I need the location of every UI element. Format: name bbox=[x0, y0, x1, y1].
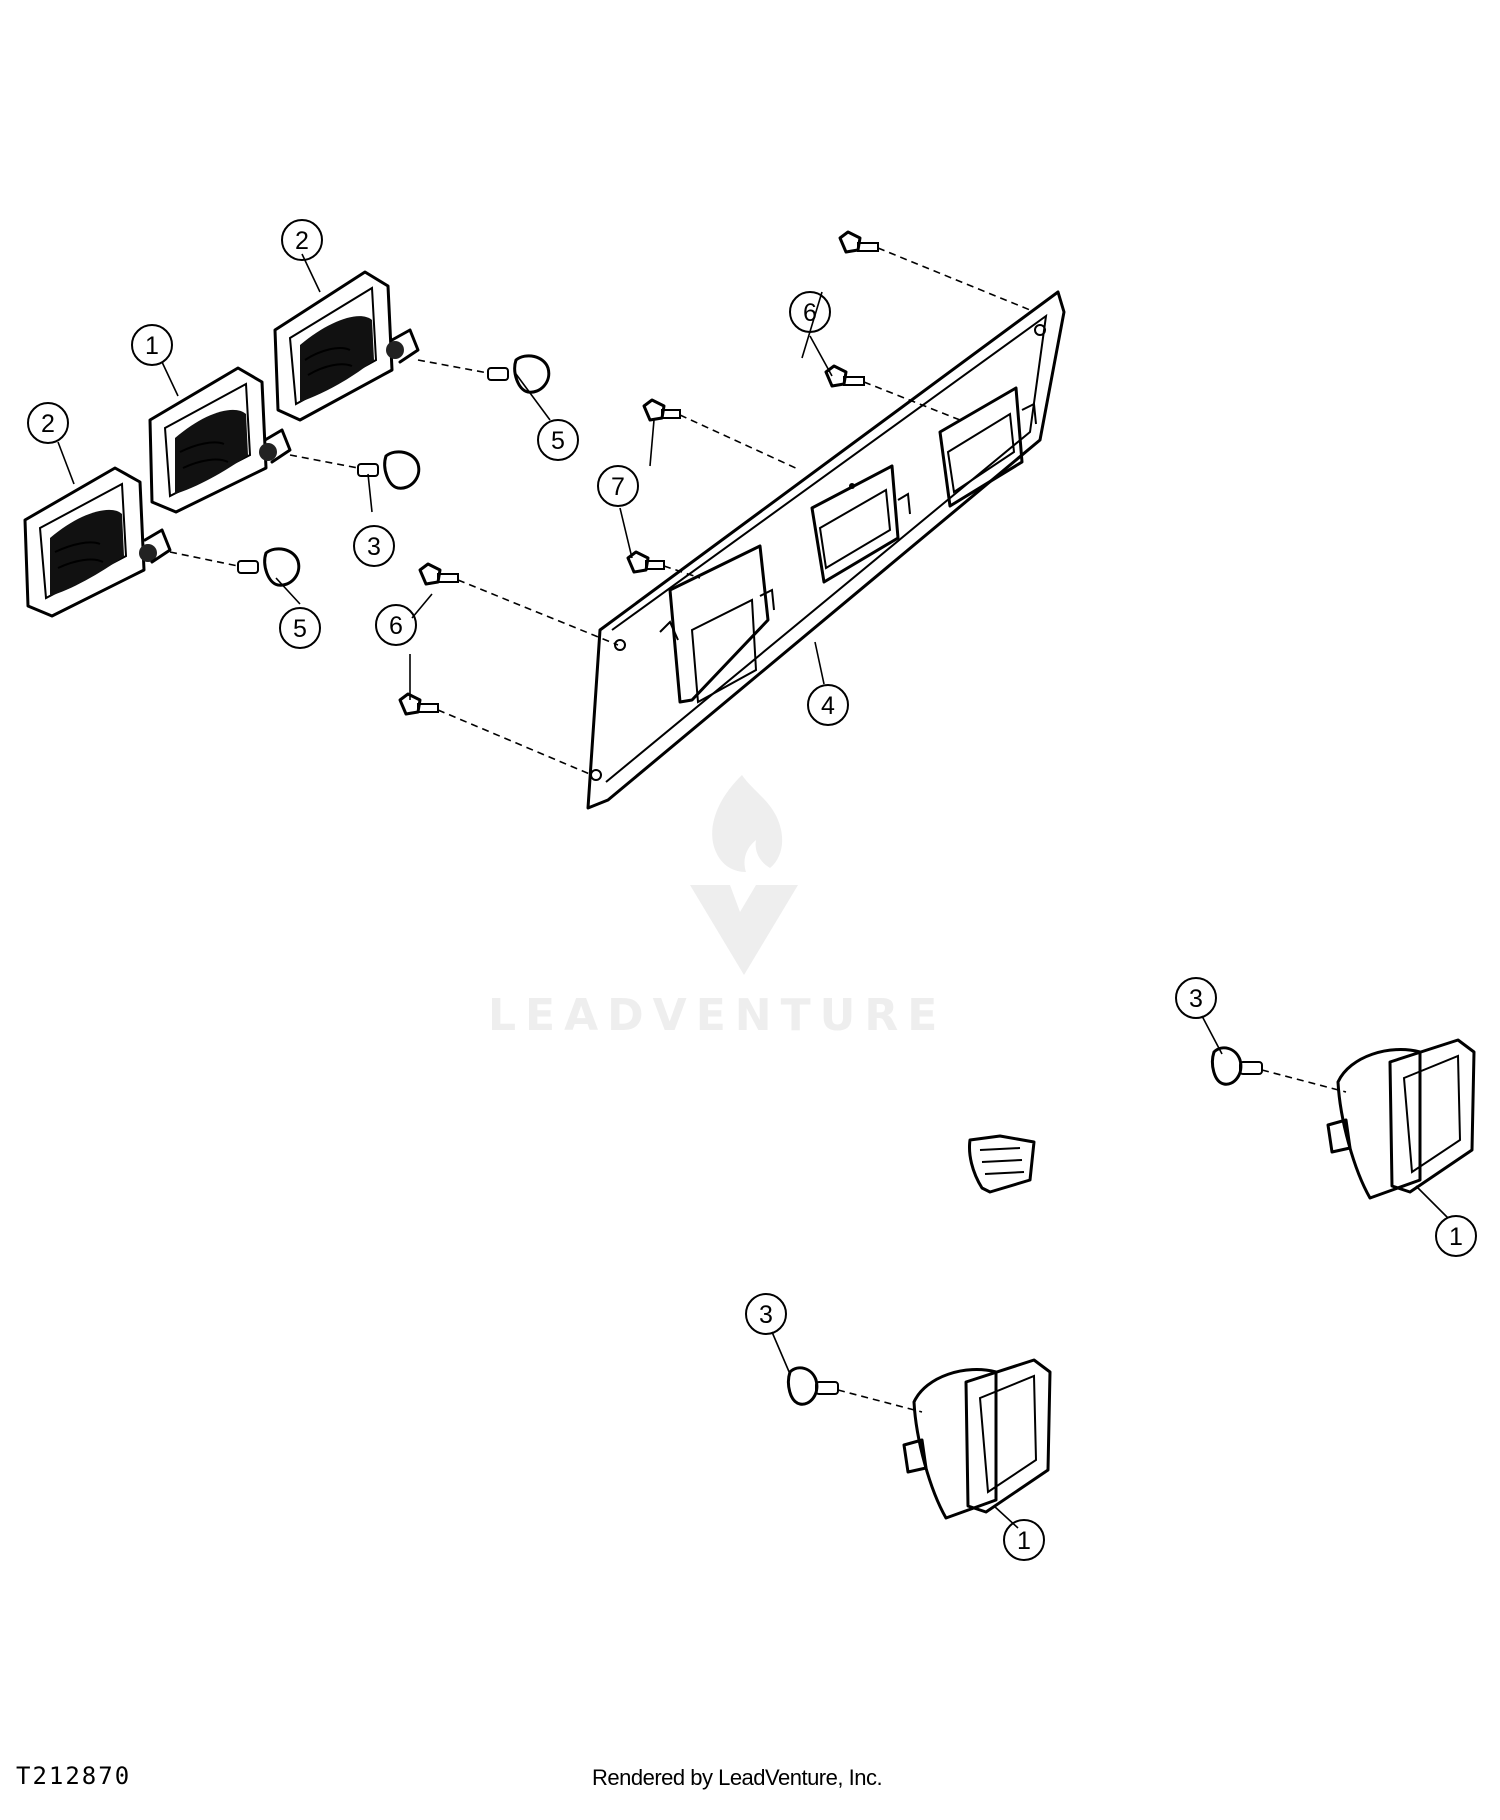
callout-6-top: 6 bbox=[789, 291, 831, 333]
screw-6-top-1 bbox=[838, 230, 879, 254]
bulb-right-upper bbox=[1210, 1046, 1263, 1086]
callout-leaders bbox=[57, 253, 1449, 1529]
callout-5-lower: 5 bbox=[279, 607, 321, 649]
callout-label: 4 bbox=[821, 692, 835, 720]
screw-6-left-2 bbox=[398, 692, 439, 716]
callout-7: 7 bbox=[597, 465, 639, 507]
callout-label: 3 bbox=[1189, 985, 1203, 1013]
callout-label: 6 bbox=[803, 299, 817, 327]
callout-label: 6 bbox=[803, 299, 817, 327]
work-lamp-lower bbox=[23, 466, 172, 618]
callout-3-right-lower: 3 bbox=[745, 1293, 787, 1335]
connector-part bbox=[968, 1134, 1036, 1194]
screw-6-top-2 bbox=[824, 364, 865, 388]
callout-label: 2 bbox=[41, 410, 55, 438]
callout-label: 3 bbox=[759, 1301, 773, 1329]
callout-1-right-lower: 1 bbox=[1003, 1519, 1045, 1561]
callout-label: 2 bbox=[295, 227, 309, 255]
watermark-logo bbox=[690, 775, 798, 975]
figure-id: T212870 bbox=[16, 1762, 132, 1790]
callout-3-left: 3 bbox=[353, 525, 395, 567]
callout-label: 1 bbox=[1017, 1527, 1031, 1555]
work-lamp-right-lower bbox=[902, 1358, 1052, 1520]
render-credit: Rendered by LeadVenture, Inc. bbox=[592, 1765, 883, 1790]
callout-label: 5 bbox=[293, 615, 307, 643]
screw-7-upper bbox=[642, 398, 681, 422]
callout-4: 4 bbox=[807, 684, 849, 726]
work-lamp-upper bbox=[273, 270, 420, 422]
callout-6-left: 6 bbox=[375, 604, 417, 646]
screw-7-lower bbox=[626, 550, 665, 574]
callout-label: 7 bbox=[611, 473, 625, 501]
callout-label: 1 bbox=[1449, 1223, 1463, 1251]
work-lamp-middle bbox=[148, 366, 292, 514]
callout-label: 3 bbox=[367, 533, 381, 561]
screw-6-left-1 bbox=[418, 562, 459, 586]
callout-label: 1 bbox=[145, 332, 159, 360]
callout-2-left: 2 bbox=[27, 402, 69, 444]
bulb-middle bbox=[357, 450, 421, 490]
watermark-text: LEADVENTURE bbox=[488, 990, 947, 1041]
work-lamp-right-upper bbox=[1326, 1038, 1476, 1200]
mounting-plate bbox=[586, 290, 1066, 810]
callout-3-right-upper: 3 bbox=[1175, 977, 1217, 1019]
callout-label: 6 bbox=[389, 612, 403, 640]
callout-6-middle: 6 bbox=[803, 299, 817, 327]
callout-1-right-upper: 1 bbox=[1435, 1215, 1477, 1257]
callout-2-top: 2 bbox=[281, 219, 323, 261]
bulb-upper bbox=[487, 354, 551, 394]
callout-5-upper: 5 bbox=[537, 419, 579, 461]
callout-label: 5 bbox=[551, 427, 565, 455]
bulb-right-lower bbox=[786, 1366, 839, 1406]
callout-1-left: 1 bbox=[131, 324, 173, 366]
bulb-lower bbox=[237, 547, 301, 587]
